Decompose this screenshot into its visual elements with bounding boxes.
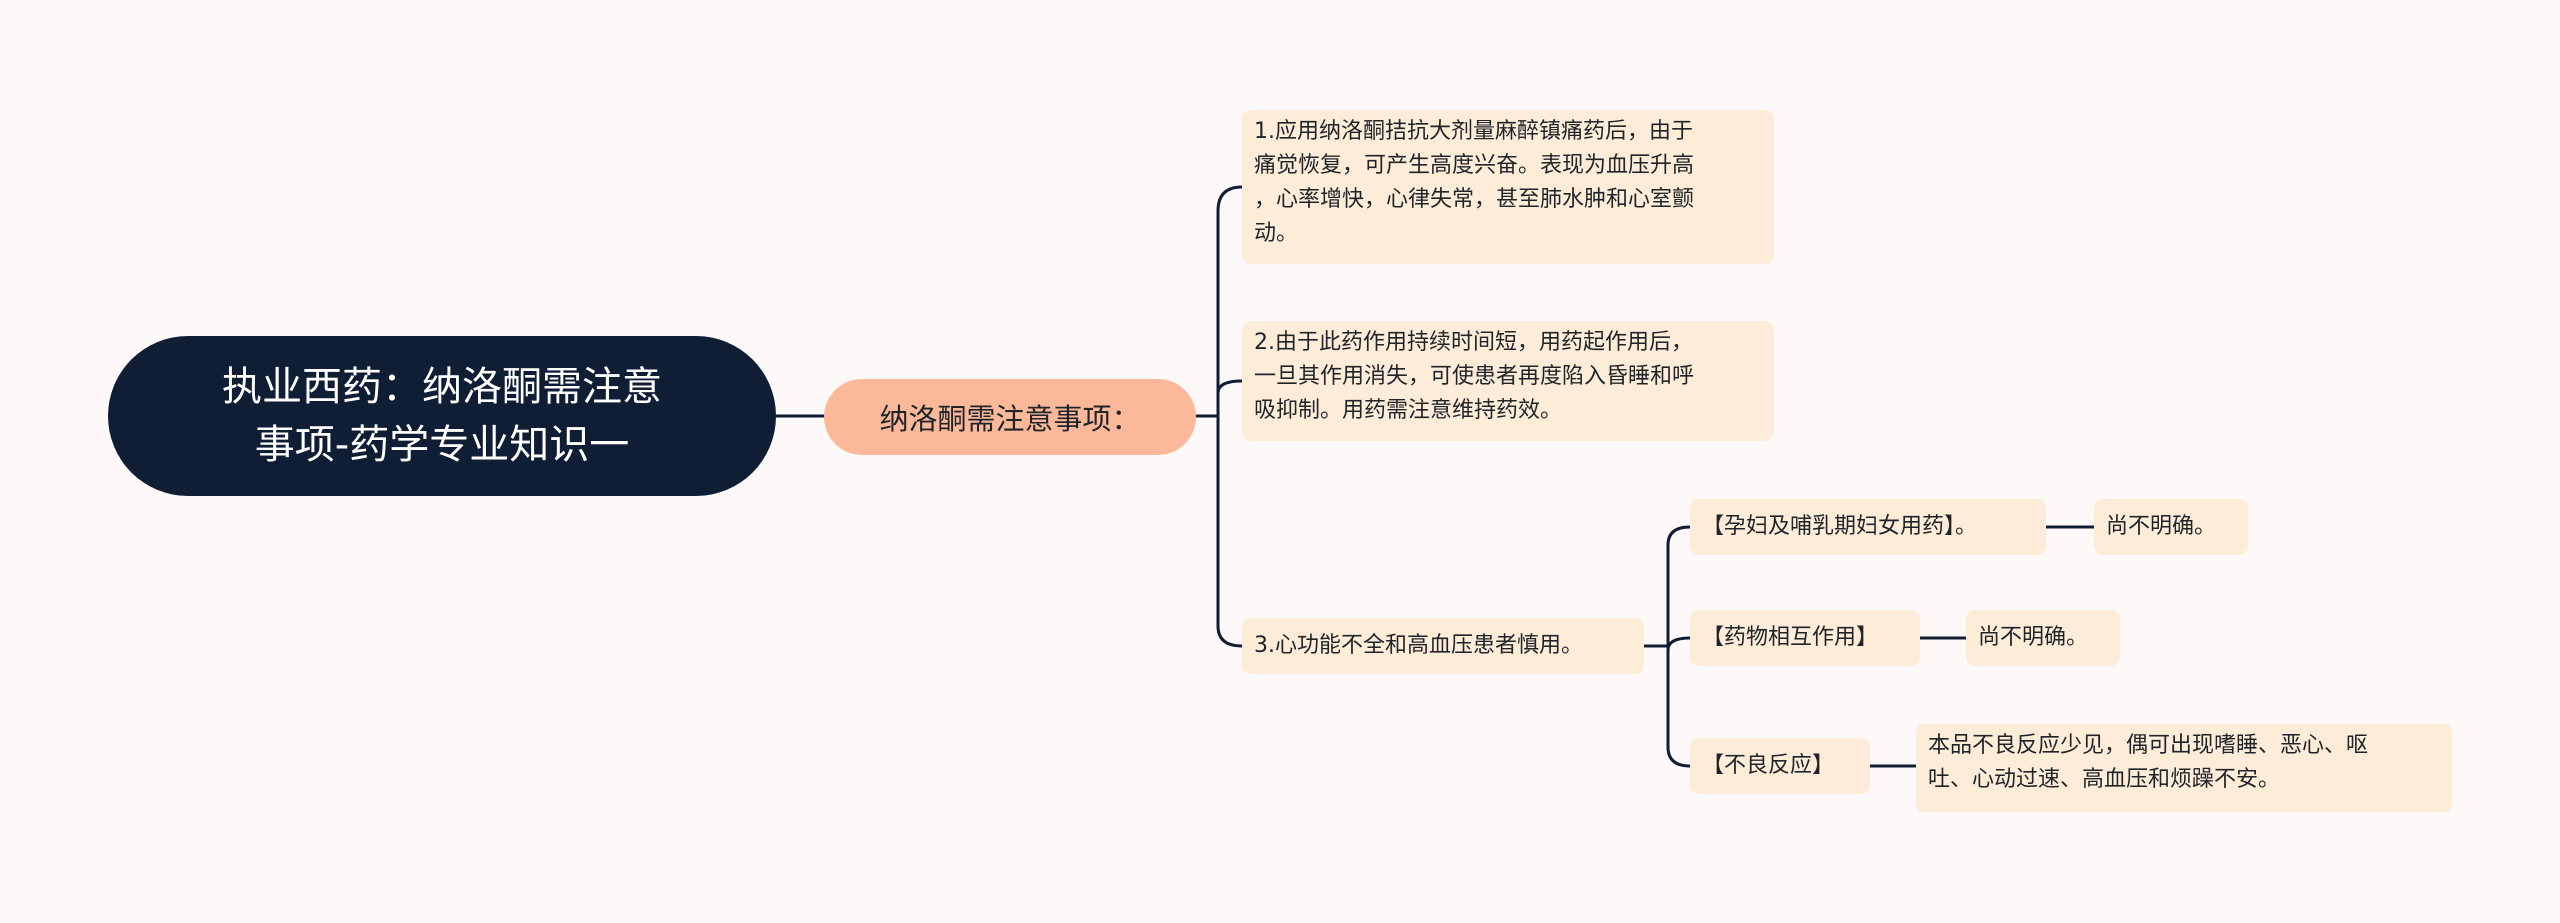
item-3-child-3-label: 【不良反应】 bbox=[1702, 753, 1835, 778]
root-topic-line: 事项-药学专业知识一 bbox=[254, 422, 630, 468]
item-3-label: 3.心功能不全和高血压患者慎用。 bbox=[1254, 633, 1583, 658]
item-3-child-2[interactable]: 【药物相互作用】 bbox=[1690, 610, 1920, 666]
item-3-child-1-value[interactable]: 尚不明确。 bbox=[2094, 499, 2248, 555]
item-2-line: 2.由于此药作用持续时间短，用药起作用后， bbox=[1254, 330, 1693, 355]
connector-item3-child1 bbox=[1666, 525, 1692, 648]
item-3-child-2-value[interactable]: 尚不明确。 bbox=[1966, 610, 2120, 666]
item-3-child-3[interactable]: 【不良反应】 bbox=[1690, 738, 1870, 794]
item-1-line: 1.应用纳洛酮拮抗大剂量麻醉镇痛药后，由于 bbox=[1254, 119, 1693, 144]
item-3-child-3-value-line: 本品不良反应少见，偶可出现嗜睡、恶心、呕 bbox=[1928, 733, 2369, 758]
root-topic-text: 执业西药：纳洛酮需注意 事项-药学专业知识一 bbox=[222, 358, 662, 474]
item-2[interactable]: 2.由于此药作用持续时间短，用药起作用后， 一旦其作用消失，可使患者再度陷入昏睡… bbox=[1242, 321, 1774, 441]
branch-topic[interactable]: 纳洛酮需注意事项： bbox=[824, 379, 1196, 455]
root-topic-line: 执业西药：纳洛酮需注意 bbox=[222, 364, 662, 410]
item-1-line: 痛觉恢复，可产生高度兴奋。表现为血压升高 bbox=[1254, 153, 1695, 178]
item-1-line: ，心率增快，心律失常，甚至肺水肿和心室颤 bbox=[1254, 187, 1695, 212]
item-3[interactable]: 3.心功能不全和高血压患者慎用。 bbox=[1242, 618, 1644, 674]
item-3-child-1-value-text: 尚不明确。 bbox=[2106, 514, 2217, 539]
connector-item3-child2 bbox=[1666, 636, 1692, 651]
item-3-child-1[interactable]: 【孕妇及哺乳期妇女用药】。 bbox=[1690, 499, 2046, 555]
connector-item3-child3 bbox=[1666, 644, 1692, 768]
item-1-line: 动。 bbox=[1254, 221, 1299, 246]
item-3-child-1-label: 【孕妇及哺乳期妇女用药】。 bbox=[1702, 514, 1978, 539]
item-2-line: 一旦其作用消失，可使患者再度陷入昏睡和呼 bbox=[1254, 364, 1695, 389]
item-3-child-3-value[interactable]: 本品不良反应少见，偶可出现嗜睡、恶心、呕 吐、心动过速、高血压和烦躁不安。 bbox=[1916, 724, 2452, 812]
root-topic[interactable]: 执业西药：纳洛酮需注意 事项-药学专业知识一 bbox=[108, 336, 776, 496]
item-3-child-3-value-line: 吐、心动过速、高血压和烦躁不安。 bbox=[1928, 767, 2281, 792]
item-3-child-2-label: 【药物相互作用】 bbox=[1702, 625, 1879, 650]
connector-branch-item3 bbox=[1216, 414, 1244, 648]
connector-branch-item2 bbox=[1216, 379, 1244, 418]
item-2-line: 吸抑制。用药需注意维持药效。 bbox=[1254, 398, 1563, 423]
branch-topic-label: 纳洛酮需注意事项： bbox=[879, 402, 1141, 436]
connector-branch-item1 bbox=[1216, 185, 1244, 418]
item-1[interactable]: 1.应用纳洛酮拮抗大剂量麻醉镇痛药后，由于 痛觉恢复，可产生高度兴奋。表现为血压… bbox=[1242, 110, 1774, 264]
item-3-child-2-value-text: 尚不明确。 bbox=[1978, 625, 2089, 650]
